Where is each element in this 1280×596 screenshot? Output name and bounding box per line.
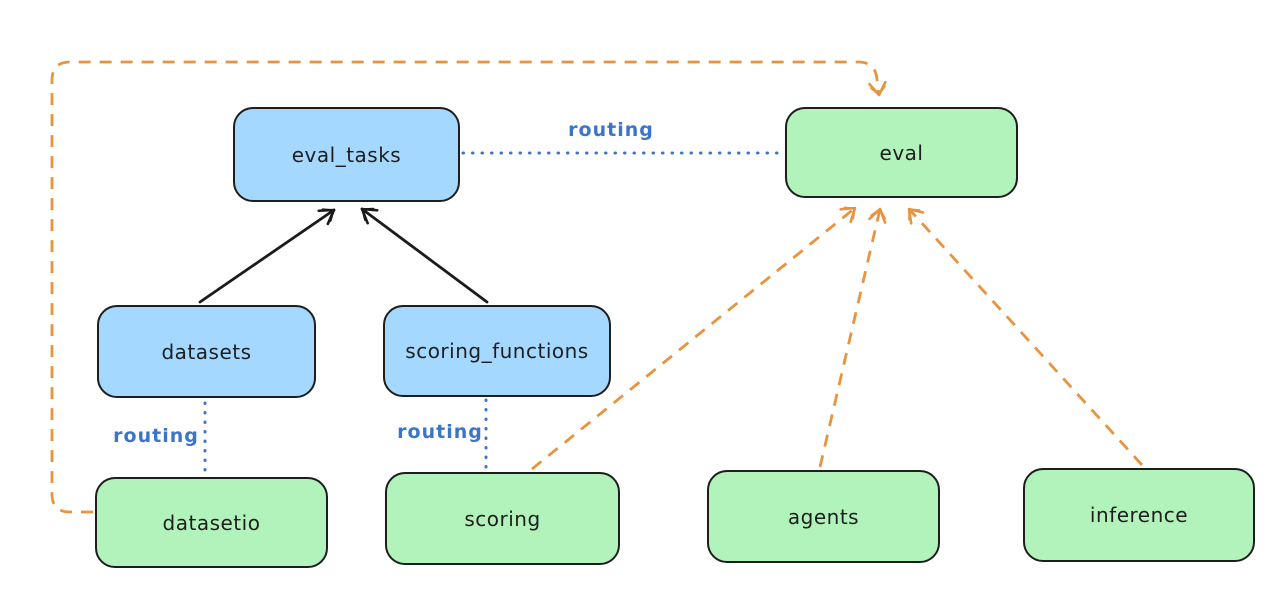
node-scoring: scoring <box>385 472 620 565</box>
node-datasets-label: datasets <box>161 339 252 364</box>
node-scoring-label: scoring <box>464 506 541 531</box>
edge-label-routing-datasets-datasetio: routing <box>113 425 199 447</box>
node-datasetio-label: datasetio <box>162 510 261 535</box>
node-scoring_functions-label: scoring_functions <box>405 339 589 363</box>
node-eval-label: eval <box>879 140 924 165</box>
node-datasets: datasets <box>97 305 316 398</box>
node-scoring_functions: scoring_functions <box>383 305 611 397</box>
node-inference-label: inference <box>1089 503 1189 527</box>
node-datasetio: datasetio <box>95 477 328 568</box>
edge-datasets-to-eval_tasks <box>198 208 336 304</box>
node-eval_tasks-label: eval_tasks <box>291 142 402 167</box>
edge-agents-to-eval <box>818 207 887 468</box>
node-inference: inference <box>1023 468 1255 562</box>
node-agents: agents <box>707 470 940 563</box>
edge-scoring-to-eval <box>531 206 857 471</box>
edge-label-routing-scoring_functions-scoring: routing <box>397 421 483 443</box>
node-agents-label: agents <box>787 504 860 529</box>
edge-label-routing-eval_tasks-eval: routing <box>568 119 654 141</box>
edge-inference-to-eval <box>907 207 1144 466</box>
node-eval_tasks: eval_tasks <box>233 107 460 202</box>
edge-scoring_functions-to-eval_tasks <box>360 207 489 304</box>
node-eval: eval <box>785 107 1018 198</box>
